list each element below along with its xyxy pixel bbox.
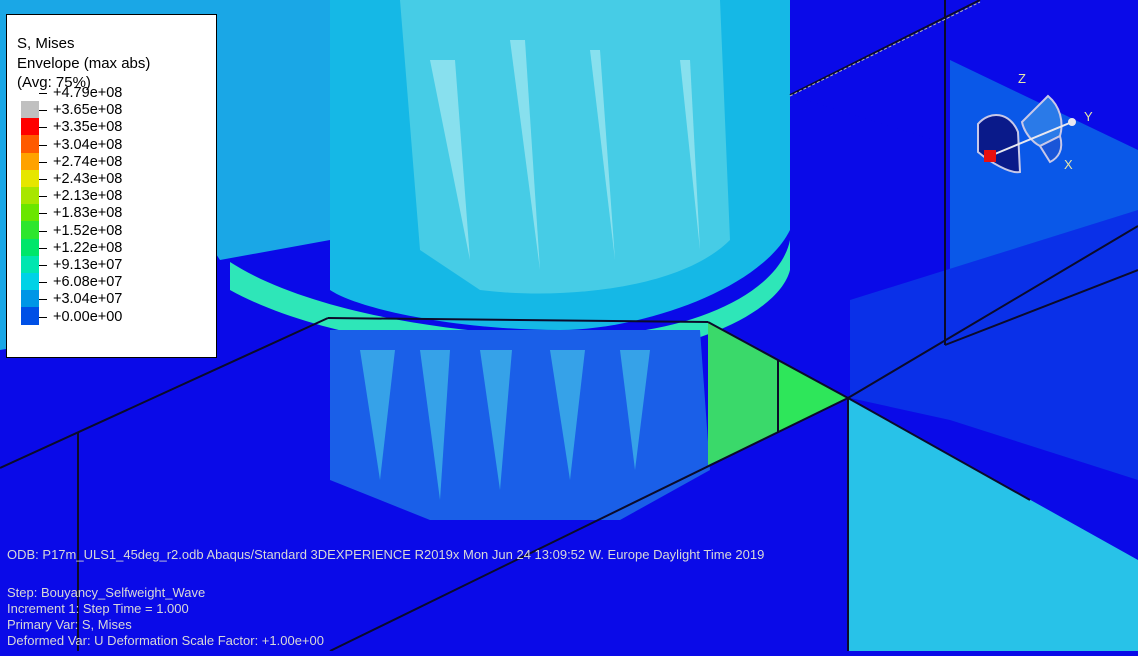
legend-swatch [21,273,39,291]
legend-entry: +1.52e+08 [21,223,211,256]
legend-value: +3.65e+08 [53,102,123,119]
legend-entry: +1.83e+08 [21,205,211,239]
legend-tick [39,213,47,215]
triad-icon [977,94,1076,174]
legend-swatch [21,118,39,136]
view-triad[interactable]: Z Y X [960,62,1100,202]
legend-value: +1.22e+08 [53,239,123,256]
legend-swatch [21,307,39,325]
legend-value: +2.13e+08 [53,188,123,205]
legend-tick [39,282,47,284]
legend-entry: +3.35e+08 [21,119,211,153]
legend-value: +2.43e+08 [53,171,123,187]
legend-entry: +2.43e+08 [21,171,211,205]
legend-swatch [21,255,39,273]
legend-swatch [21,187,39,205]
legend-tick [39,127,47,129]
legend-tick [39,247,47,249]
legend-entry: +6.08e+07 [21,274,211,308]
legend-tick [39,161,47,163]
legend-tick [39,299,47,301]
legend-swatch [21,290,39,308]
legend-swatch [21,135,39,153]
legend-entry: +3.04e+07 [21,291,211,325]
legend-value: +6.08e+07 [53,274,123,291]
contour-legend: S, Mises Envelope (max abs) (Avg: 75%) +… [6,14,217,358]
legend-entry: +3.04e+08 [21,137,211,170]
legend-title: S, Mises [17,35,75,52]
legend-entry: +9.13e+07 [21,257,211,291]
legend-swatch [21,101,39,119]
legend-tick [39,316,47,318]
legend-tick [39,265,47,266]
legend-value: +2.74e+08 [53,153,123,170]
legend-value: +4.79e+08 [53,85,123,101]
legend-value: +9.13e+07 [53,257,123,273]
legend-entry: +0.00e+00 [21,309,211,333]
triad-x-label: X [1064,157,1073,172]
legend-entry: +2.13e+08 [21,188,211,222]
legend-swatch [21,152,39,170]
legend-tick [39,144,47,146]
legend-entry: +1.22e+08 [21,240,211,273]
legend-tick [39,179,47,180]
legend-tick [39,93,47,94]
legend-entry: +4.79e+08 [21,85,211,119]
legend-value: +1.52e+08 [53,222,123,239]
legend-swatch [21,204,39,222]
legend-envelope: Envelope (max abs) [17,55,151,72]
legend-entry: +2.74e+08 [21,154,211,187]
legend-entry: +3.65e+08 [21,102,211,136]
legend-value: +3.04e+07 [53,291,123,308]
legend-tick [39,196,47,198]
legend-swatch [21,169,39,187]
legend-value: +0.00e+00 [53,308,123,325]
triad-z-label: Z [1018,71,1026,86]
legend-tick [39,230,47,232]
triad-y-label: Y [1084,109,1093,124]
legend-value: +1.83e+08 [53,205,123,222]
legend-tick [39,110,47,112]
legend-swatch [21,221,39,239]
legend-value: +3.35e+08 [53,119,123,136]
legend-avg: (Avg: 75%) [17,74,91,91]
legend-value: +3.04e+08 [53,136,123,153]
legend-swatch [21,238,39,256]
